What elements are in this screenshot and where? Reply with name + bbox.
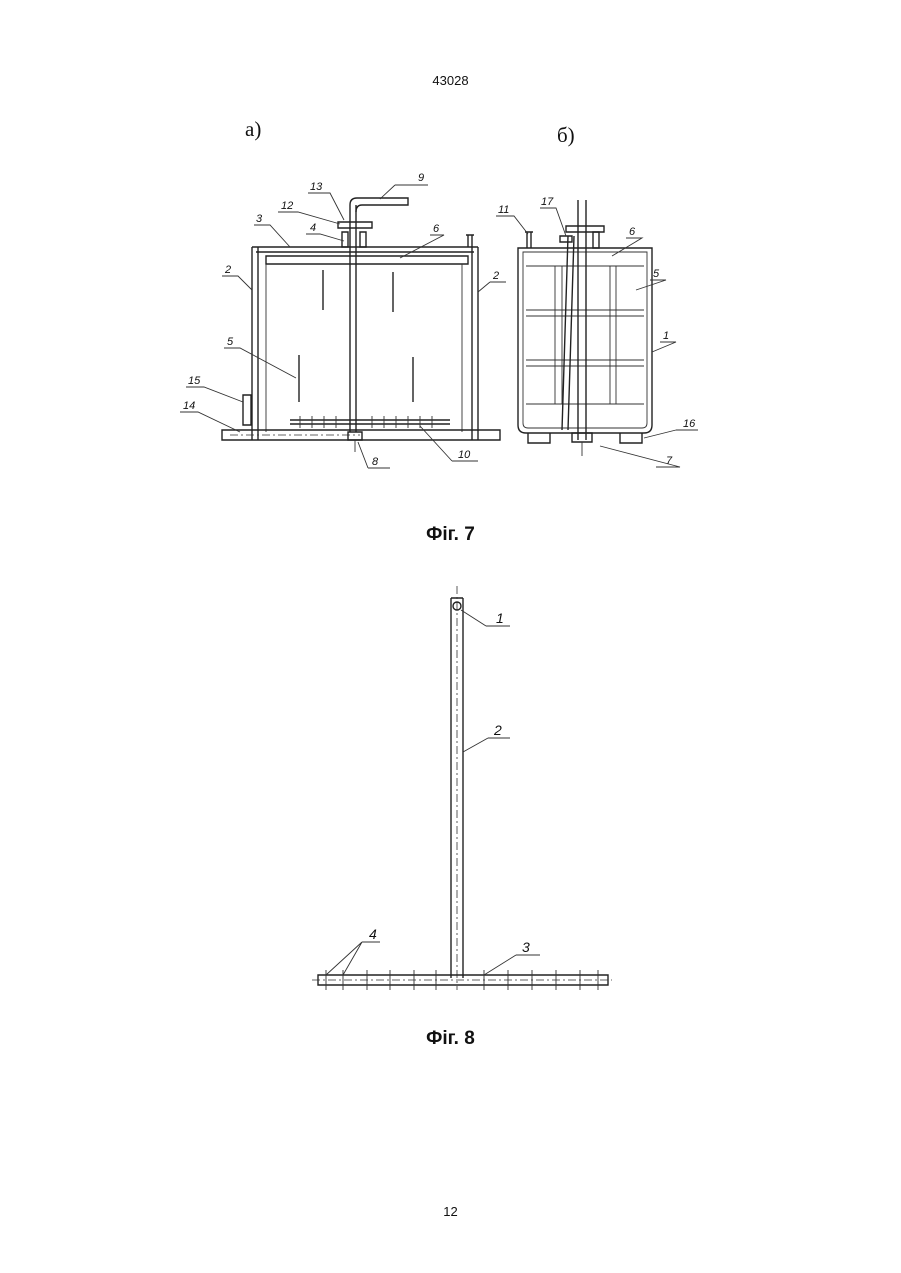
- fig7b-leader-16: [644, 430, 698, 438]
- fig7b-slanted-tube: [562, 236, 574, 430]
- fig7a-vertical-pipe: [350, 205, 356, 432]
- fig7a-leader-9: [380, 185, 428, 199]
- fig7a-right-wall: [472, 247, 478, 440]
- fig7-caption: Фіг. 7: [0, 524, 901, 546]
- fig7a-leader-4: [306, 234, 344, 241]
- fig7b-top-flange: [566, 226, 604, 232]
- fig7b-label-17: 17: [541, 196, 554, 208]
- fig7a-right-nozzle: [466, 235, 474, 247]
- fig8-label-1: 1: [496, 610, 504, 626]
- fig8-label-4: 4: [369, 926, 377, 942]
- fig8-leader-4: [326, 942, 380, 975]
- fig7a-flange-upper: [338, 222, 372, 228]
- fig7a-leader-2-right: [478, 282, 506, 292]
- fig7a-label-8: 8: [372, 456, 379, 468]
- fig7a-lid: [252, 247, 478, 252]
- fig7a-leader-14: [180, 412, 240, 432]
- fig8-label-3: 3: [522, 939, 530, 955]
- fig7b-foot-right: [620, 433, 642, 443]
- fig7b-label-6: 6: [629, 226, 636, 238]
- fig7a-label-2-right: 2: [492, 270, 499, 282]
- fig7a-distributor: [290, 420, 450, 424]
- fig7b-leader-6: [612, 238, 642, 256]
- fig7b-bottom-outlet: [572, 433, 592, 442]
- fig7b-nozzle-11: [525, 232, 533, 248]
- fig7a-distributor-nozzles: [300, 416, 432, 428]
- fig7a-label-15: 15: [188, 375, 201, 387]
- fig7a-label-3: 3: [256, 213, 263, 225]
- fig7a-label-12: 12: [281, 200, 293, 212]
- fig7a-label-2-left: 2: [224, 264, 231, 276]
- fig7a-header-plate: [266, 256, 468, 264]
- fig7b-leader-11: [496, 216, 528, 234]
- fig7a-leader-12: [278, 212, 340, 224]
- fig7b-vessel-inner: [523, 252, 647, 428]
- fig7a-label-4: 4: [310, 222, 316, 234]
- fig7a-label-6: 6: [433, 223, 440, 235]
- fig8-drawing: [312, 586, 612, 990]
- fig7a-inner-walls: [266, 264, 462, 432]
- fig7a-leader-3: [254, 225, 290, 247]
- fig7b-leader-17: [540, 208, 566, 236]
- fig7a-label-14: 14: [183, 400, 195, 412]
- fig7a-leader-5: [224, 348, 296, 378]
- fig7b-leader-1: [652, 342, 676, 352]
- fig7a-drawing: [180, 185, 506, 468]
- fig7b-label-16: 16: [683, 418, 696, 430]
- fig7b-flange-support: [593, 232, 599, 248]
- fig8-label-2: 2: [493, 722, 502, 738]
- fig7a-outlet-pipe: [350, 198, 408, 212]
- fig7a-label-5: 5: [227, 336, 234, 348]
- fig7a-side-fitting: [243, 395, 251, 425]
- fig7b-nozzle-17: [560, 236, 572, 242]
- fig8-caption: Фіг. 8: [0, 1028, 901, 1050]
- fig7b-label-1: 1: [663, 330, 669, 342]
- fig7b-label-11: 11: [498, 204, 509, 216]
- fig7a-left-wall: [252, 247, 258, 440]
- fig7a-label-10: 10: [458, 449, 471, 461]
- fig7b-label-7: 7: [666, 455, 673, 467]
- fig7b-cartridge-rows: [526, 266, 644, 404]
- fig7b-label-5: 5: [653, 268, 660, 280]
- fig7a-outlet-fitting: [348, 432, 362, 440]
- fig7a-label-9: 9: [418, 172, 424, 184]
- page-number: 12: [0, 1204, 901, 1219]
- fig7b-leader-5: [636, 280, 666, 290]
- fig8-leader-2: [463, 738, 510, 752]
- fig7b-foot-left: [528, 433, 550, 443]
- fig7a-leader-2-left: [222, 276, 252, 290]
- fig7a-label-13: 13: [310, 181, 323, 193]
- fig7b-vessel: [518, 248, 652, 433]
- fig7a-flange-supports: [342, 232, 366, 247]
